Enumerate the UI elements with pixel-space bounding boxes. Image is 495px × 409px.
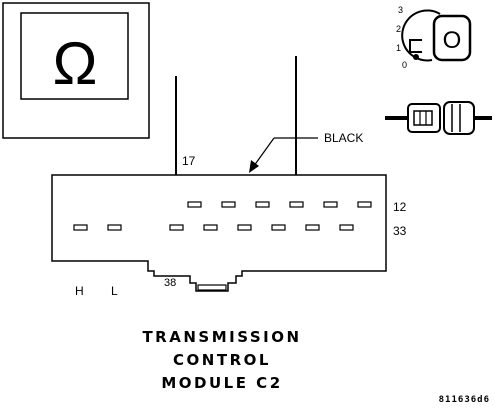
- terminal-row-top: [187, 201, 372, 208]
- connector-c2-outline: [51, 174, 387, 292]
- ohmmeter: Ω: [2, 2, 150, 139]
- pin-label-17: 17: [182, 154, 196, 168]
- pin-label-l: L: [111, 284, 118, 298]
- connector-c2-lock-tab: [197, 284, 227, 291]
- pin-label-38: 38: [164, 277, 176, 289]
- ignition-key-label: O: [443, 27, 462, 54]
- terminal: [255, 201, 270, 208]
- terminal-row-bottom: [73, 224, 354, 231]
- terminal: [107, 224, 122, 231]
- pin-label-12: 12: [393, 200, 407, 214]
- plug-latch-left: [413, 110, 433, 126]
- terminal: [323, 201, 338, 208]
- pin-label-h: H: [75, 284, 84, 298]
- terminal: [203, 224, 218, 231]
- title-line-1: TRANSMISSION: [142, 328, 301, 346]
- ignition-dial: [401, 9, 441, 62]
- ignition-position-1: 1: [396, 43, 401, 53]
- ignition-detent: [413, 54, 419, 60]
- ohmmeter-display: [20, 12, 129, 100]
- connector-plug-icon: [385, 101, 492, 135]
- plug-body-right: [443, 101, 475, 135]
- ignition-position-3: 3: [398, 5, 403, 15]
- wire-color-arrowhead: [249, 160, 259, 173]
- terminal: [289, 201, 304, 208]
- pin-label-33: 33: [393, 224, 407, 238]
- ignition-key-blade: [409, 39, 422, 53]
- ohm-symbol: Ω: [53, 30, 98, 97]
- ignition-position-0: 0: [402, 60, 407, 70]
- wire-color-callout: BLACK: [249, 131, 363, 173]
- ignition-switch-icon: 3 2 1 0 O: [396, 5, 472, 70]
- terminal: [357, 201, 372, 208]
- terminal: [305, 224, 320, 231]
- terminal: [169, 224, 184, 231]
- terminal: [339, 224, 354, 231]
- wire-color-label: BLACK: [324, 131, 363, 145]
- terminal: [73, 224, 88, 231]
- ignition-key-head: [432, 14, 472, 62]
- terminal: [271, 224, 286, 231]
- terminal: [237, 224, 252, 231]
- title-line-2: CONTROL: [173, 351, 271, 369]
- ignition-position-2: 2: [396, 24, 401, 34]
- terminal: [187, 201, 202, 208]
- probe-arrow-right: [290, 56, 302, 195]
- terminal: [221, 201, 236, 208]
- figure-code: 811636d6: [439, 395, 490, 405]
- title-line-3: MODULE C2: [161, 374, 282, 392]
